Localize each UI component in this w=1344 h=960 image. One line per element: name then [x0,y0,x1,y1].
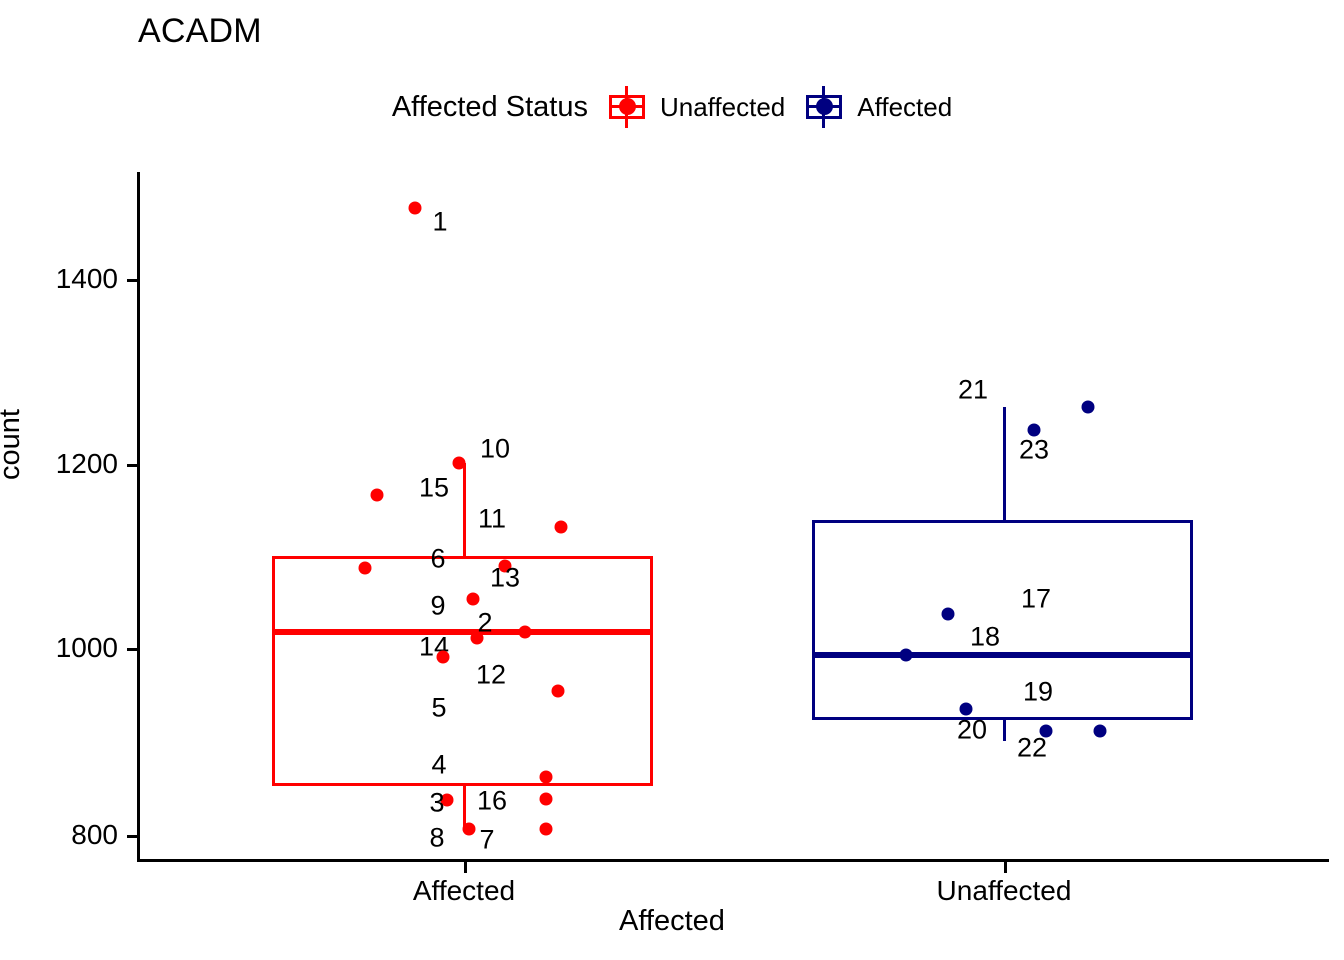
y-axis-tick-label: 1400 [55,263,118,294]
data-point-label: 19 [1022,676,1054,707]
data-point[interactable] [539,792,553,806]
data-point[interactable] [1093,724,1107,738]
data-point[interactable] [440,793,454,807]
y-axis-title: count [0,409,26,480]
data-point[interactable] [1039,724,1053,738]
data-point-label: 17 [1020,583,1052,614]
data-point-label: 2 [477,607,493,638]
y-axis-tick [127,279,138,282]
data-point-label: 12 [475,659,507,690]
y-axis-tick-label: 1000 [55,632,118,663]
y-axis-tick [127,464,138,467]
boxplot-median-line [272,629,653,635]
data-point-label: 18 [969,621,1001,652]
data-point[interactable] [554,520,568,534]
y-axis-tick-label: 800 [71,819,118,850]
data-point[interactable] [899,648,913,662]
data-point-label: 1 [432,206,448,237]
data-point[interactable] [941,607,955,621]
data-point-label: 23 [1018,434,1050,465]
data-point-label: 4 [431,749,447,780]
data-point[interactable] [551,684,565,698]
data-point[interactable] [498,559,512,573]
data-point[interactable] [959,702,973,716]
data-point-label: 15 [418,472,450,503]
boxplot-key-icon [803,86,845,128]
chart-title: ACADM [138,12,262,50]
data-point[interactable] [358,561,372,575]
x-axis-tick [464,862,467,873]
data-point-label: 21 [957,374,989,405]
legend-label-affected: Affected [857,91,953,122]
data-point[interactable] [452,456,466,470]
x-axis-tick-label: Affected [412,875,516,906]
data-point-label: 10 [479,433,511,464]
data-point[interactable] [466,592,480,606]
legend-label-unaffected: Unaffected [659,91,786,122]
data-point-label: 9 [430,590,446,621]
data-point-label: 3 [429,787,445,818]
boxplot-whisker-lower [1003,720,1006,741]
data-point-label: 11 [477,503,507,534]
data-point[interactable] [1027,423,1041,437]
x-axis-line [137,859,1329,862]
y-axis-tick [127,835,138,838]
data-point[interactable] [408,201,422,215]
data-point-label: 7 [479,824,495,855]
data-point-label: 13 [489,562,521,593]
data-point[interactable] [370,488,384,502]
y-axis-tick-label: 1200 [55,448,118,479]
boxplot-whisker-upper [463,463,466,556]
y-axis-tick [127,648,138,651]
data-point-label: 16 [476,785,508,816]
data-point[interactable] [539,770,553,784]
data-point-label: 6 [430,543,446,574]
legend: Affected Status Unaffected Affected [0,86,1344,128]
legend-title: Affected Status [391,90,588,123]
legend-entry-affected[interactable]: Affected [803,86,952,128]
boxplot-box[interactable] [272,556,653,786]
boxplot-whisker-upper [1003,407,1006,520]
legend-entry-unaffected[interactable]: Unaffected [606,86,785,128]
data-point[interactable] [1081,400,1095,414]
data-point-label: 8 [429,822,445,853]
data-point-label: 5 [431,692,447,723]
data-point-label: 20 [956,714,988,745]
boxplot-median-line [812,652,1193,658]
boxplot-box[interactable] [812,520,1193,720]
data-point[interactable] [436,650,450,664]
x-axis-tick-label: Unaffected [936,875,1072,906]
data-point[interactable] [470,631,484,645]
x-axis-tick [1004,862,1007,873]
data-point[interactable] [462,822,476,836]
boxplot-whisker-lower [463,786,466,830]
boxplot-key-icon [606,86,648,128]
data-point[interactable] [518,625,532,639]
y-axis-line [137,172,140,862]
x-axis-title: Affected [619,905,725,937]
data-point[interactable] [539,822,553,836]
data-point-label: 22 [1016,732,1048,763]
